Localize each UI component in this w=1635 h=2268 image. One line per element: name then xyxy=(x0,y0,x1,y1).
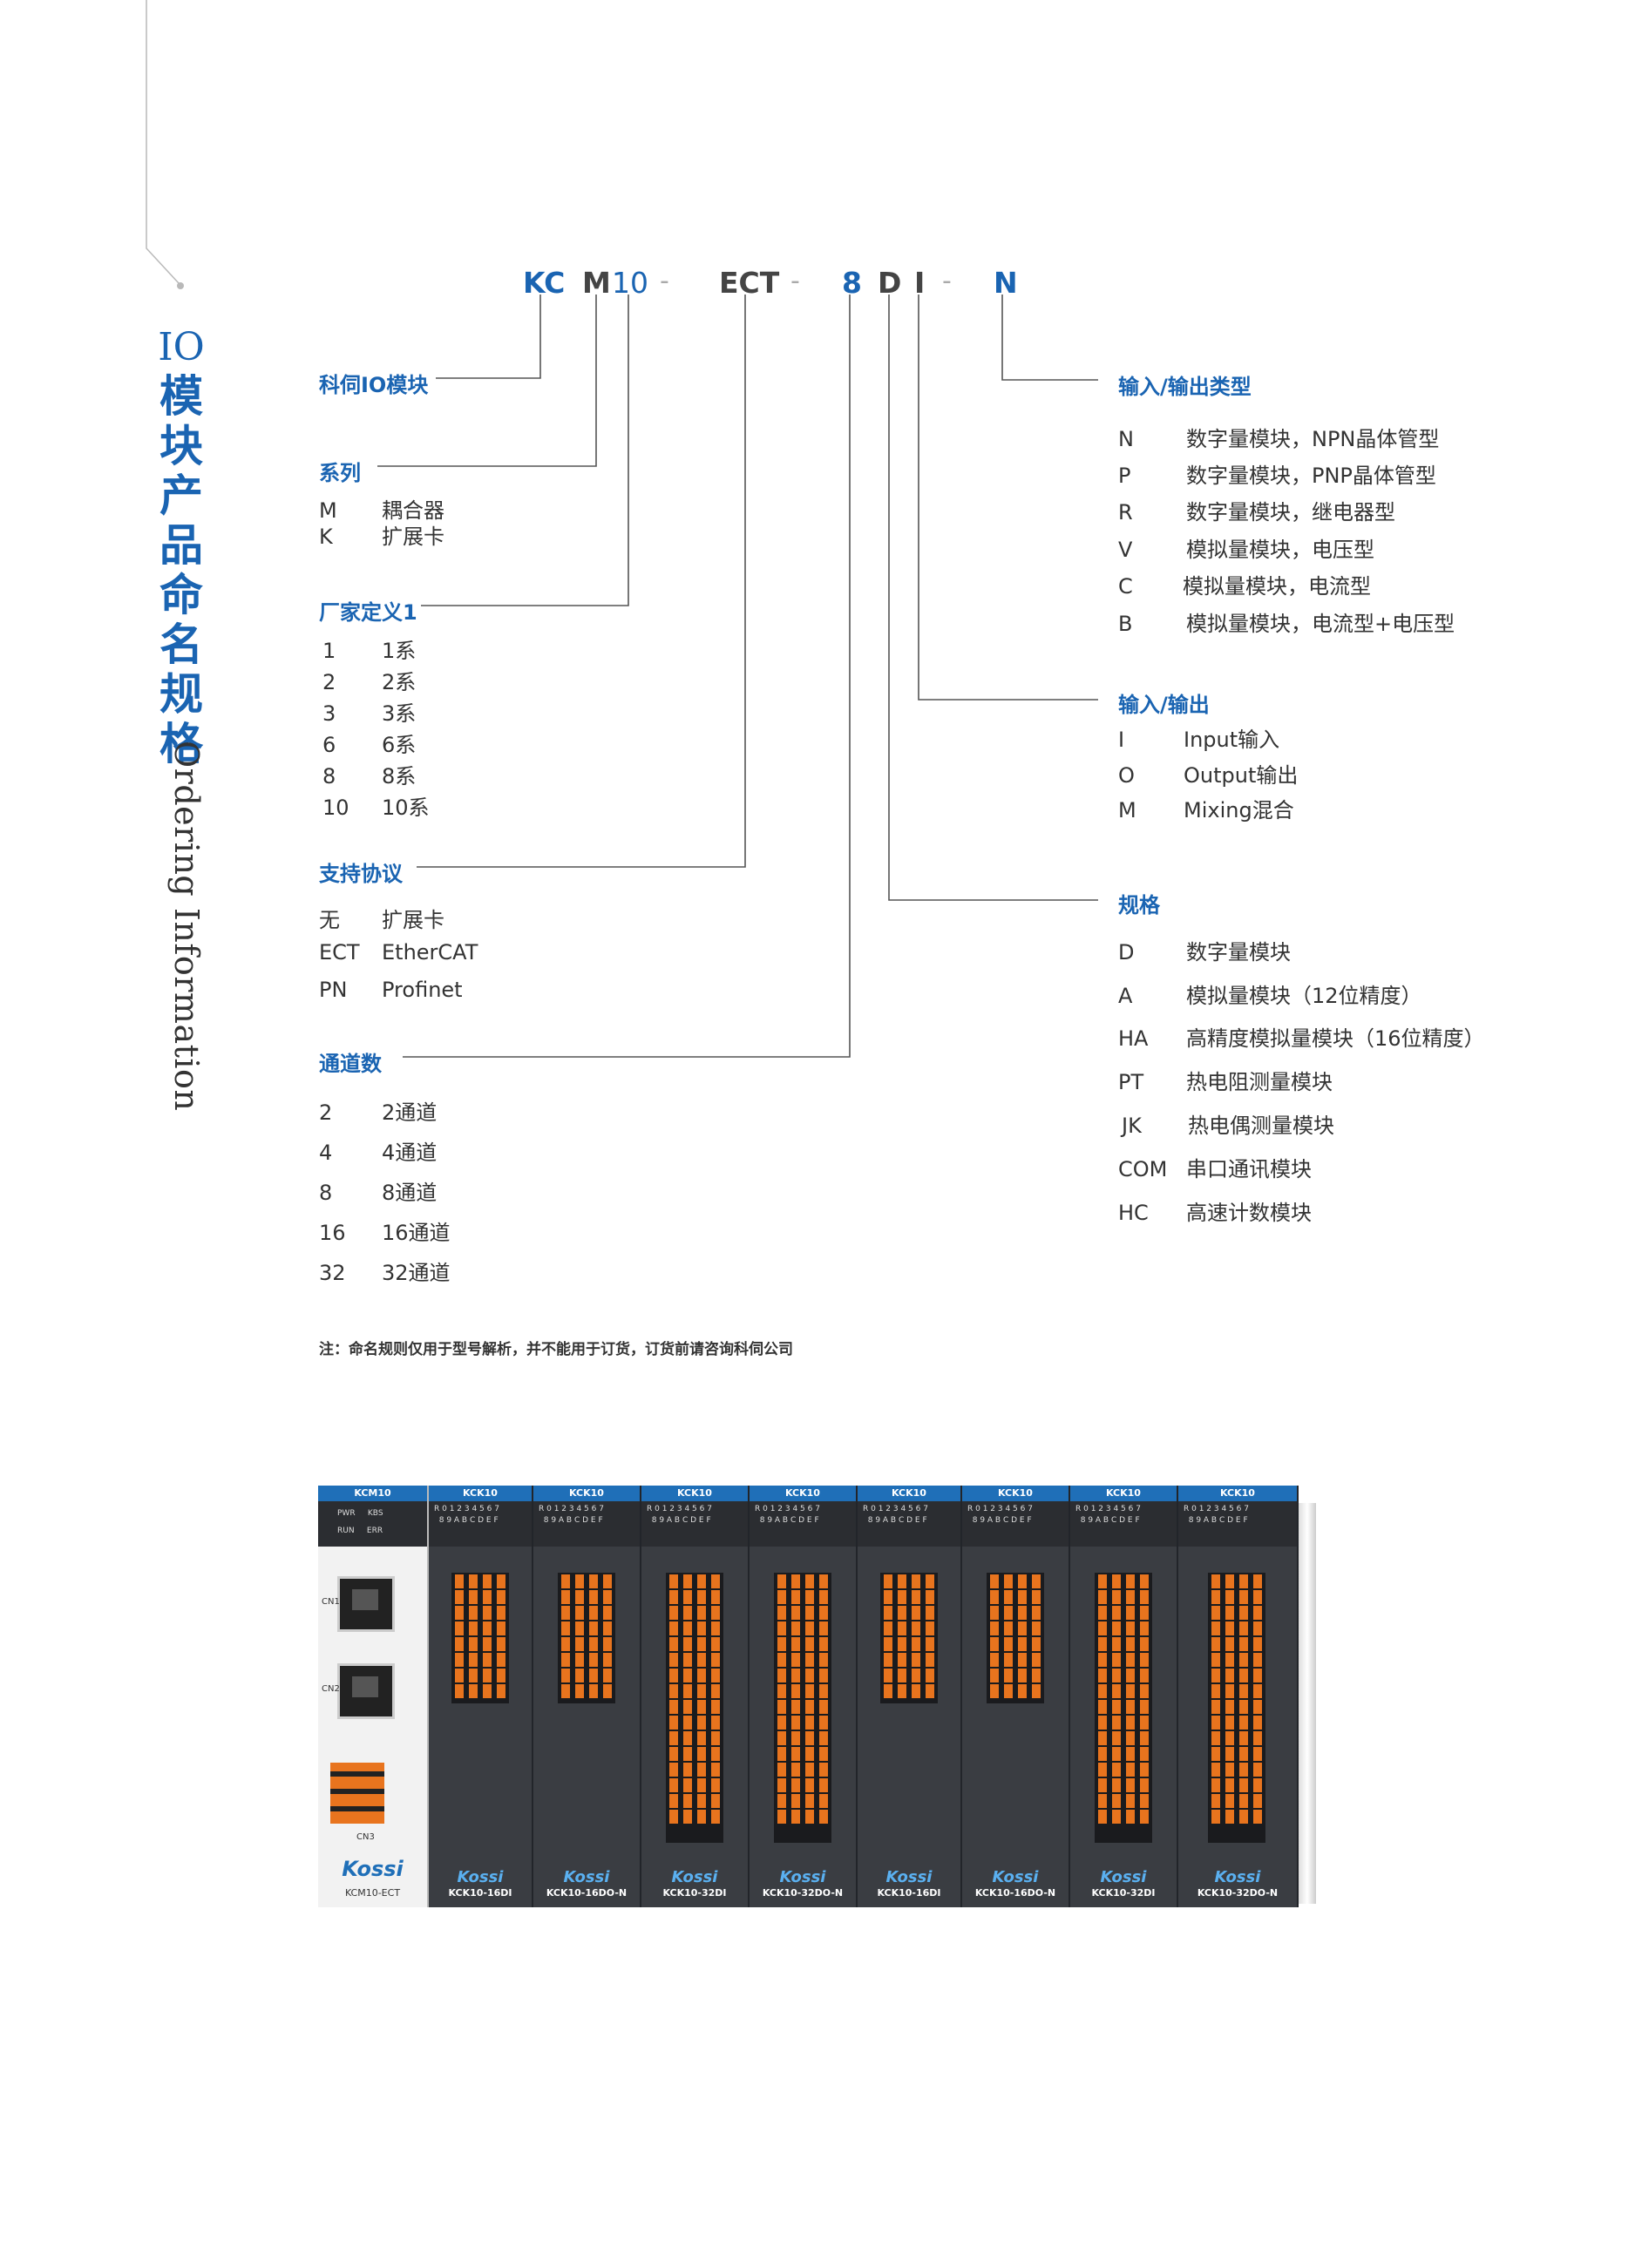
title-char: 格 xyxy=(159,719,203,769)
kossi-logo: Kossi xyxy=(1214,1868,1261,1886)
code-n: N xyxy=(994,266,1018,300)
protocol-head: 支持协议 xyxy=(319,862,403,886)
coupler-cap: KCM10 xyxy=(318,1486,427,1501)
io-module: KCK10 R 0 1 2 3 4 5 6 7 8 9 A B C D E F … xyxy=(429,1486,533,1907)
coupler-leds: PWR KBS RUN ERR xyxy=(318,1501,427,1547)
kossi-logo: Kossi xyxy=(885,1868,933,1886)
title-char: 名 xyxy=(159,619,203,670)
ethernet-port-icon xyxy=(337,1663,395,1719)
port-label: CN1 xyxy=(322,1597,340,1607)
code-m: M xyxy=(582,266,611,300)
code-10: 10 xyxy=(612,266,648,300)
series-head: 系列 xyxy=(319,461,361,485)
end-cap xyxy=(1299,1503,1316,1904)
title-char: 规 xyxy=(159,669,203,720)
footnote: 注：命名规则仅用于型号解析，并不能用于订货，订货前请咨询科伺公司 xyxy=(319,1341,793,1358)
kossi-logo: Kossi xyxy=(563,1868,610,1886)
iotype-head: 输入/输出类型 xyxy=(1118,375,1252,399)
port-label: CN3 xyxy=(356,1832,375,1842)
title-char: 品 xyxy=(159,520,203,571)
title-char: 产 xyxy=(159,471,203,521)
io-module: KCK10 R 0 1 2 3 4 5 6 7 8 9 A B C D E F … xyxy=(533,1486,641,1907)
io-module: KCK10 R 0 1 2 3 4 5 6 7 8 9 A B C D E F … xyxy=(1070,1486,1178,1907)
io-module: KCK10 R 0 1 2 3 4 5 6 7 8 9 A B C D E F … xyxy=(750,1486,858,1907)
code-ect: ECT xyxy=(719,266,780,300)
io-module: KCK10 R 0 1 2 3 4 5 6 7 8 9 A B C D E F … xyxy=(858,1486,962,1907)
title-char: 块 xyxy=(159,421,203,471)
code-d: D xyxy=(878,266,902,300)
spec-head: 规格 xyxy=(1118,893,1160,917)
io-module: KCK10 R 0 1 2 3 4 5 6 7 8 9 A B C D E F … xyxy=(962,1486,1070,1907)
vendor-head: 厂家定义1 xyxy=(319,600,417,625)
code-i: I xyxy=(914,266,926,300)
channels-head: 通道数 xyxy=(319,1052,382,1076)
code-8: 8 xyxy=(842,266,862,300)
list-item: 无扩展卡 xyxy=(319,908,444,932)
port-label: CN2 xyxy=(322,1684,340,1694)
brand-head: 科伺IO模块 xyxy=(319,373,429,397)
vertical-title-en: Ordering Information xyxy=(167,741,206,1112)
vertical-title-cn: IO 模 块 产 品 命 名 规 格 xyxy=(155,322,207,769)
io-head: 输入/输出 xyxy=(1118,693,1210,717)
kossi-logo: Kossi xyxy=(779,1868,826,1886)
kossi-logo: Kossi xyxy=(342,1857,404,1881)
io-module: KCK10 R 0 1 2 3 4 5 6 7 8 9 A B C D E F … xyxy=(1178,1486,1299,1907)
code-dash: - xyxy=(790,266,800,296)
coupler-label: KCM10-ECT xyxy=(344,1887,401,1899)
code-kc: KC xyxy=(523,266,566,300)
product-photo: KCM10 PWR KBS RUN ERR CN1 CN2 CN3 Kossi … xyxy=(318,1486,1316,1908)
ethernet-port-icon xyxy=(337,1576,395,1632)
kossi-logo: Kossi xyxy=(1100,1868,1147,1886)
kossi-logo: Kossi xyxy=(992,1868,1039,1886)
code-dash: - xyxy=(942,266,952,296)
kossi-logo: Kossi xyxy=(457,1868,504,1886)
kossi-logo: Kossi xyxy=(671,1868,718,1886)
power-terminal-icon xyxy=(330,1763,384,1824)
code-dash: - xyxy=(660,266,669,296)
title-io: IO xyxy=(158,325,205,369)
title-char: 模 xyxy=(159,371,203,422)
coupler-module: KCM10 PWR KBS RUN ERR CN1 CN2 CN3 Kossi … xyxy=(318,1486,429,1907)
io-module: KCK10 R 0 1 2 3 4 5 6 7 8 9 A B C D E F … xyxy=(641,1486,750,1907)
title-char: 命 xyxy=(159,570,203,620)
